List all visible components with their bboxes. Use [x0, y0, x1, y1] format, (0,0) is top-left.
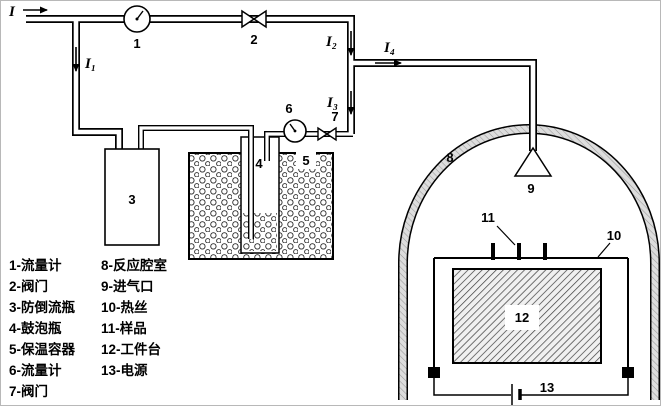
- label-2: 2: [250, 32, 257, 47]
- legend-item-8: 8-反应腔室: [101, 257, 168, 273]
- label-4: 4: [255, 156, 263, 171]
- label-8: 8: [446, 150, 453, 165]
- flow-meter-6-pivot: [293, 129, 297, 133]
- wire-left: [433, 378, 511, 396]
- flow-meter-1-pivot: [135, 17, 139, 21]
- flow-label-i3: I₃: [326, 95, 338, 111]
- valve-7: [317, 126, 337, 142]
- label-10: 10: [607, 228, 621, 243]
- legend-item-10: 10-热丝: [101, 299, 148, 315]
- legend-item-7: 7-阀门: [9, 383, 48, 399]
- legend-item-12: 12-工件台: [101, 341, 161, 357]
- label-7: 7: [331, 109, 338, 124]
- legend-item-11: 11-样品: [101, 320, 147, 336]
- label-12: 12: [515, 310, 529, 325]
- label-13: 13: [540, 380, 554, 395]
- flow-meter-1: [123, 5, 151, 33]
- label-5-box: [296, 152, 316, 169]
- hot-wire-frame: [433, 257, 629, 368]
- legend-item-6: 6-流量计: [9, 362, 62, 378]
- legend-item-5: 5-保温容器: [9, 341, 76, 357]
- pointer-line-11: [496, 225, 516, 246]
- flow-meter-6: [283, 119, 307, 143]
- wire-right: [521, 378, 629, 396]
- bubbler-bottle: [240, 136, 280, 254]
- workpiece-stage: [452, 268, 602, 364]
- power-supply-battery: [433, 378, 629, 405]
- feedthrough-right: [622, 367, 634, 378]
- label-3: 3: [128, 192, 135, 207]
- legend-item-4: 4-鼓泡瓶: [9, 320, 62, 336]
- flow-meter-1-needle: [136, 10, 144, 20]
- pipe-to-chamber: [351, 59, 537, 151]
- label-1: 1: [133, 36, 140, 51]
- flow-label-i2: I₂: [325, 34, 337, 50]
- flow-label-inlet: I: [8, 4, 16, 20]
- valve-2: [241, 9, 267, 29]
- legend-item-2: 2-阀门: [9, 278, 48, 294]
- legend-item-3: 3-防倒流瓶: [9, 299, 76, 315]
- feedthrough-left: [428, 367, 440, 378]
- pointer-line-10: [597, 242, 611, 258]
- sample-marks: [491, 243, 547, 260]
- flow-label-i1: I₁: [84, 56, 96, 72]
- legend-item-1: 1-流量计: [9, 257, 62, 273]
- legend: 1-流量计 2-阀门 3-防倒流瓶 4-鼓泡瓶 5-保温容器 6-流量计 7-阀…: [9, 257, 168, 399]
- label-5: 5: [302, 153, 309, 168]
- legend-item-13: 13-电源: [101, 362, 148, 378]
- flow-meter-6-needle: [289, 123, 296, 132]
- flow-label-i4: I₄: [383, 40, 395, 56]
- label-6: 6: [285, 101, 292, 116]
- gas-inlet-funnel: [513, 146, 553, 177]
- legend-item-9: 9-进气口: [101, 278, 154, 294]
- label-9: 9: [527, 181, 534, 196]
- flow-arrows: [23, 6, 402, 115]
- label-11: 11: [481, 210, 495, 225]
- anti-backflow-bottle: [104, 148, 160, 246]
- stage-label-box: [505, 305, 539, 330]
